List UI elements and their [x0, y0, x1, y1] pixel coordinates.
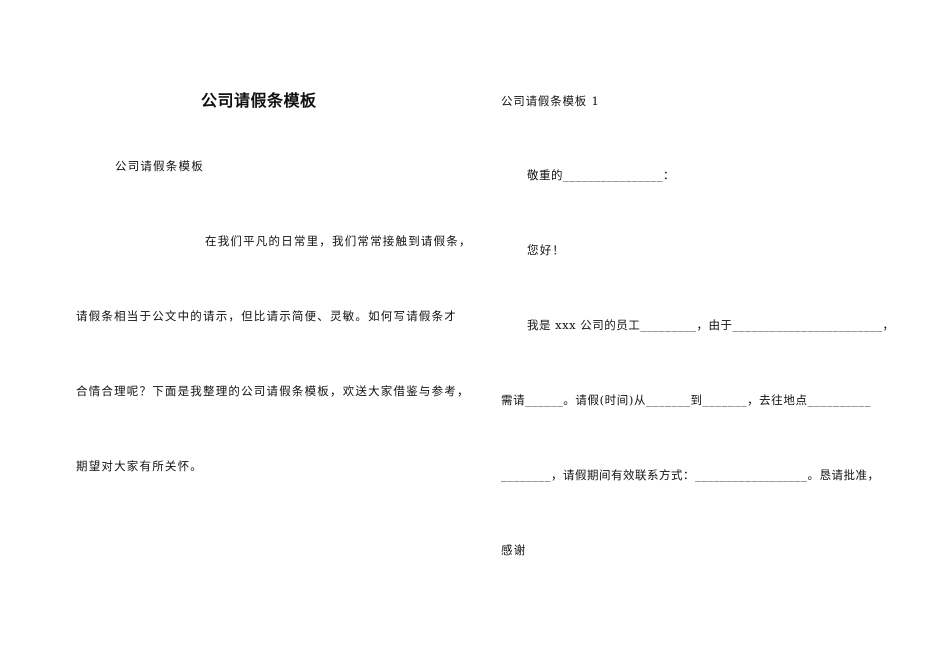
intro-line-4: 期望对大家有所关怀。	[76, 459, 203, 473]
body-line-1: 我是 xxx 公司的员工_________，由于________________…	[527, 318, 895, 332]
document-title: 公司请假条模板	[201, 91, 317, 110]
greeting-line: 您好！	[527, 243, 566, 257]
body-line-3: ________，请假期间有效联系方式：__________________。恳…	[501, 468, 880, 482]
template-heading: 公司请假条模板 1	[501, 94, 600, 108]
intro-line-3: 合情合理呢？下面是我整理的公司请假条模板，欢送大家借鉴与参考，	[76, 384, 470, 398]
intro-line-2: 请假条相当于公文中的请示，但比请示简便、灵敏。如何写请假条才	[76, 309, 457, 323]
body-line-2: 需请______。请假(时间)从_______到_______，去往地点____…	[501, 393, 872, 407]
body-line-4: 感谢	[501, 543, 527, 557]
intro-line-1: 在我们平凡的日常里，我们常常接触到请假条，	[205, 234, 472, 248]
intro-subtitle: 公司请假条模板	[115, 159, 204, 173]
salutation-line: 敬重的________________：	[527, 168, 675, 182]
